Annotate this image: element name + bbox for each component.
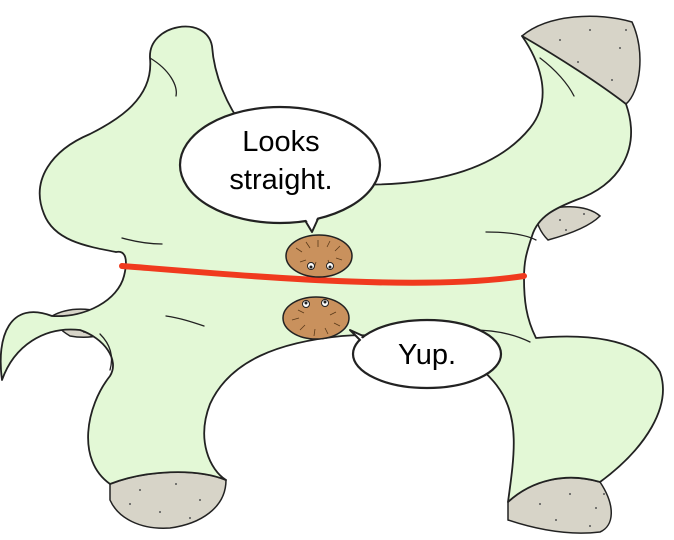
speech-bottom-text: Yup.	[398, 339, 456, 371]
geodesic-line	[119, 263, 527, 286]
fold-lines	[99, 57, 575, 371]
speech-bubble-top: Looks straight.	[178, 105, 382, 233]
creature-top	[285, 234, 353, 278]
arm-underside-bottom-left	[109, 471, 227, 529]
speech-bubble-bottom: Yup.	[349, 318, 503, 390]
arm-underside-right-upper	[535, 206, 602, 241]
creature-bottom	[282, 296, 350, 340]
creature-top-body	[285, 234, 353, 278]
speech-top-line2: straight.	[229, 164, 332, 196]
speech-top-line1: Looks	[242, 126, 319, 158]
creature-bottom-body	[282, 296, 350, 340]
